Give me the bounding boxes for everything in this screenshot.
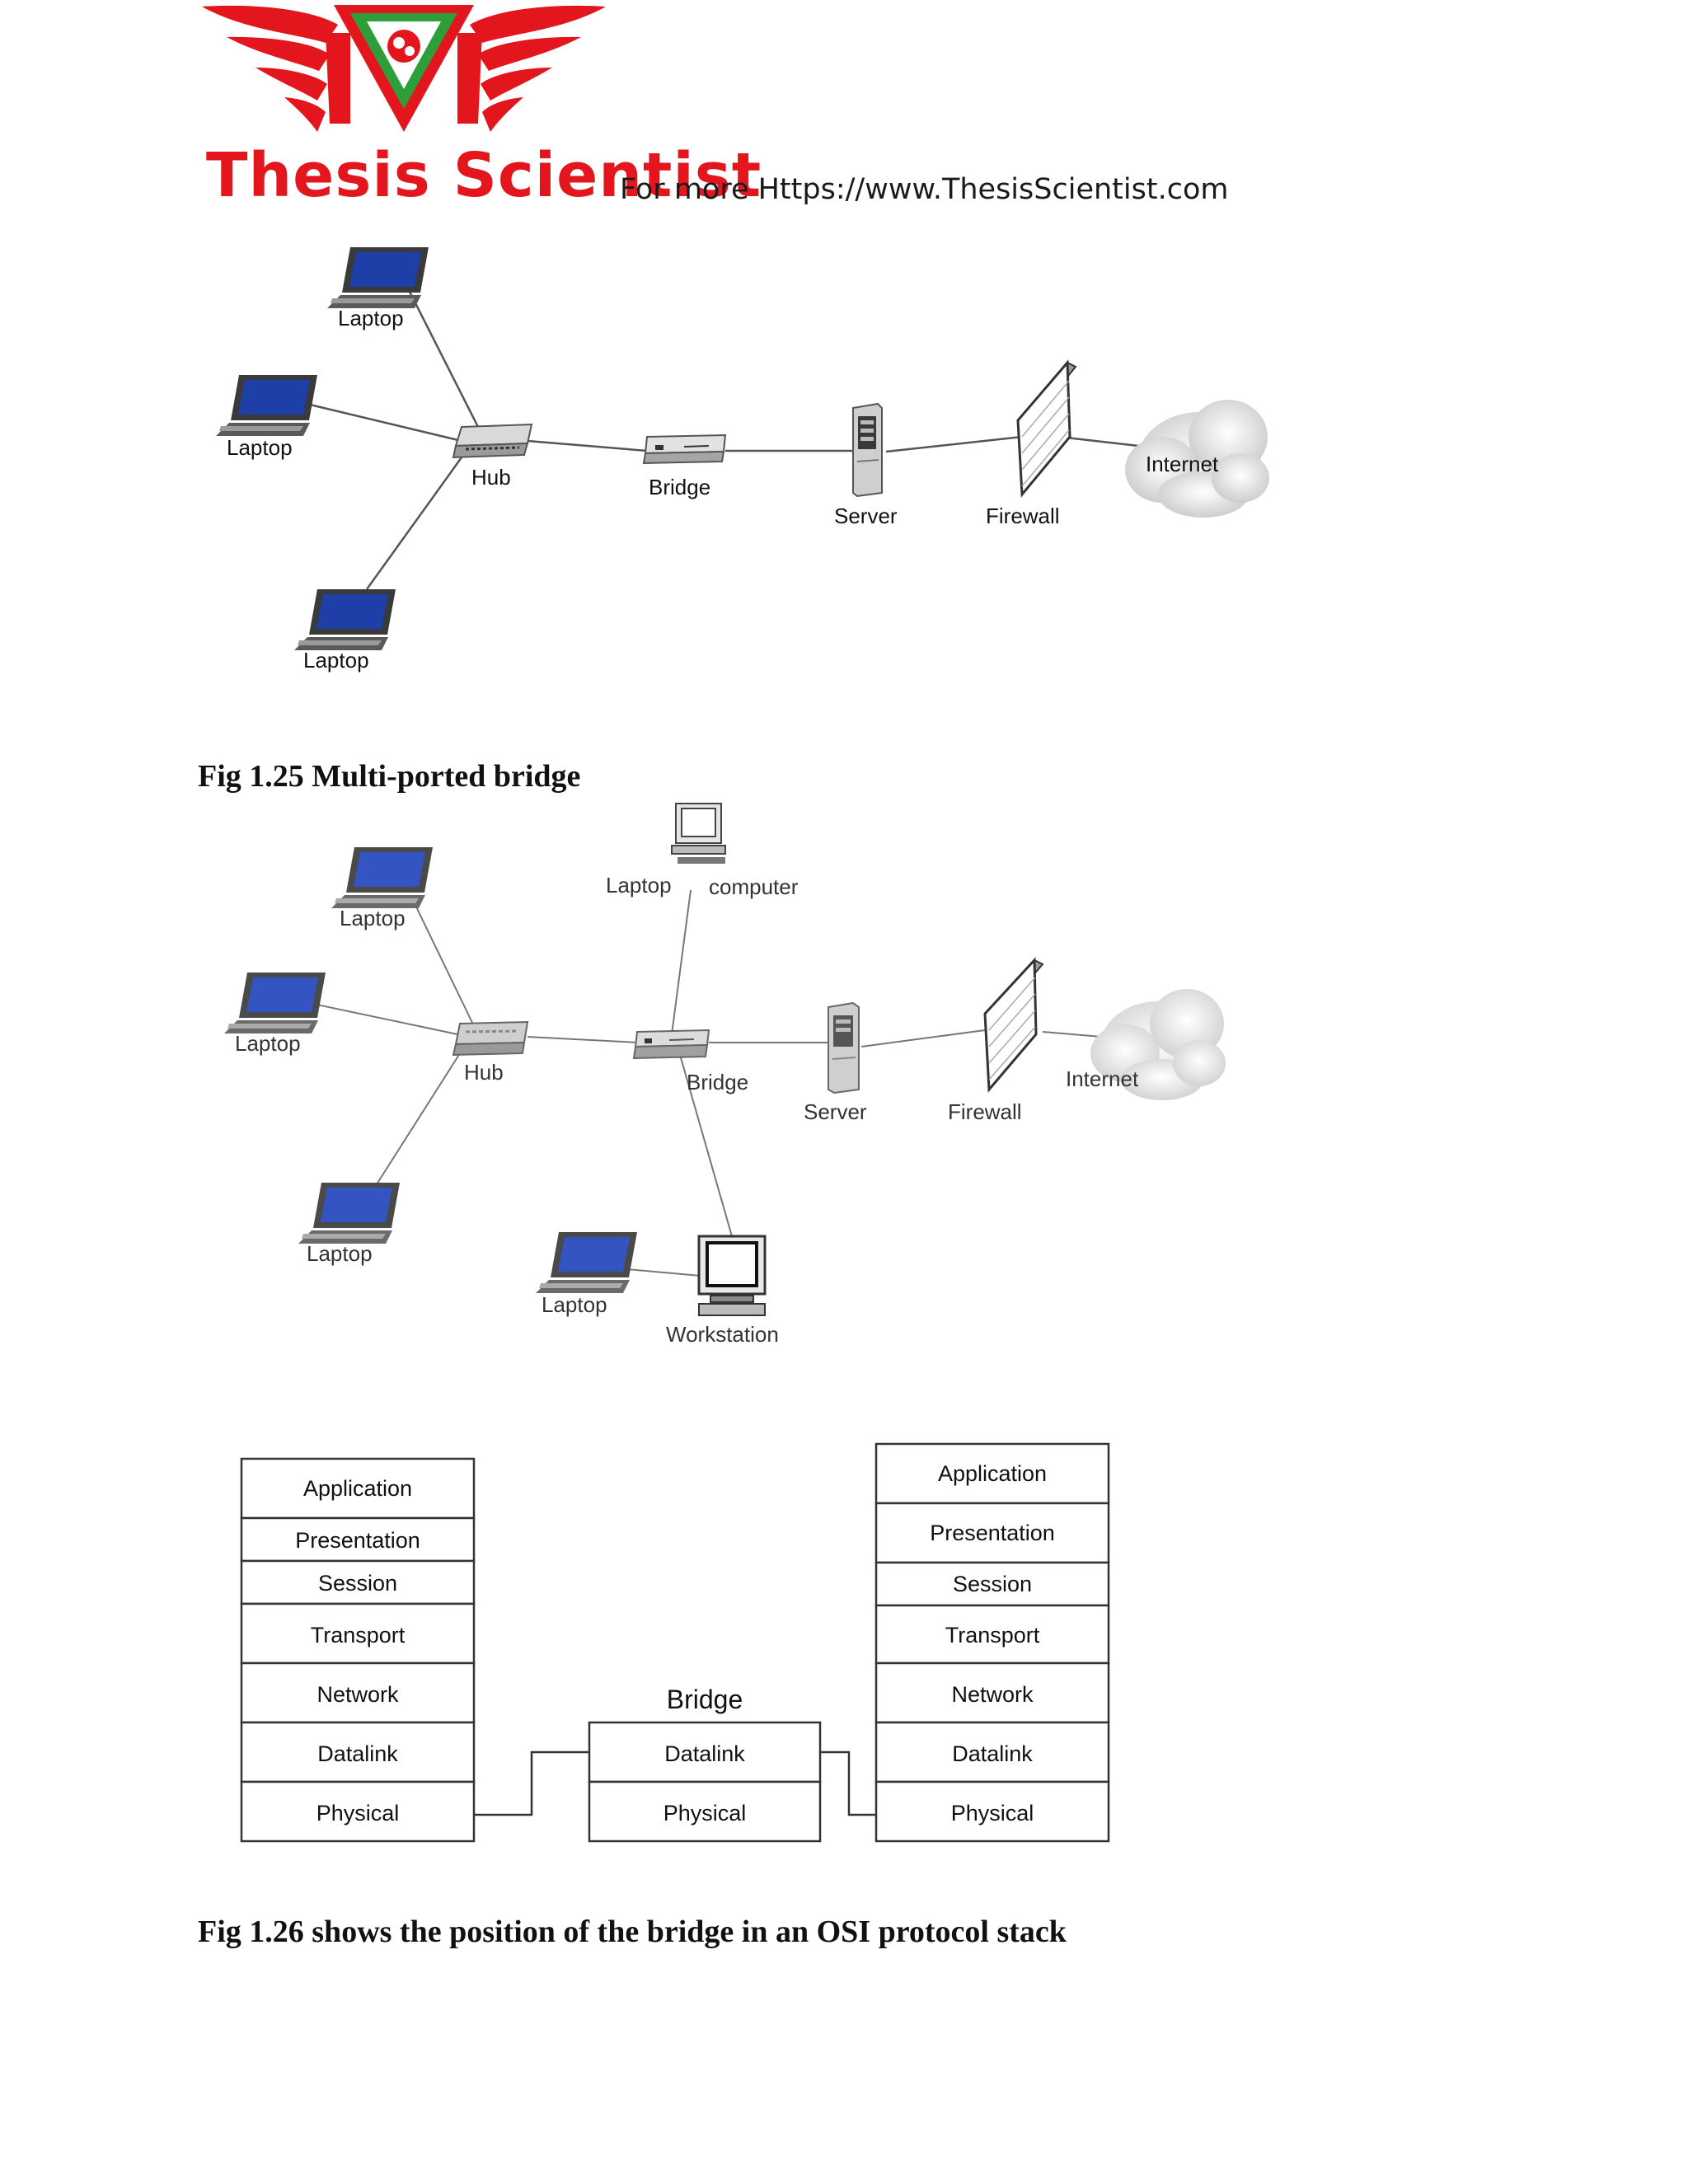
computer-icon (671, 803, 726, 864)
laptop-left-icon (216, 375, 317, 436)
logo (194, 0, 614, 140)
left-layer-presentation: Presentation (295, 1528, 420, 1553)
laptop-top-icon (331, 847, 433, 908)
laptop-workstation-icon (536, 1232, 637, 1293)
figure-multi-ported-bridge-network: Laptop Laptop Laptop Hub Bridge Server F… (216, 247, 1269, 673)
label-workstation: Workstation (666, 1322, 779, 1347)
label-laptop-left: Laptop (235, 1031, 301, 1056)
label-computer: computer (709, 874, 799, 899)
left-layer-application: Application (303, 1476, 412, 1501)
label-server: Server (834, 504, 898, 528)
label-laptop-bottom: Laptop (303, 648, 369, 673)
internet-cloud-icon (1125, 400, 1269, 518)
left-layer-network: Network (316, 1682, 399, 1707)
server-icon (828, 1001, 860, 1094)
bridge-title: Bridge (667, 1685, 743, 1714)
hub-icon (452, 1020, 529, 1057)
label-internet: Internet (1146, 452, 1219, 476)
internet-cloud-icon (1090, 989, 1226, 1100)
server-icon (852, 402, 883, 498)
brand-name: Thesis Scientist (206, 140, 762, 211)
caption-fig-1-26: Fig 1.26 shows the position of the bridg… (198, 1915, 1067, 1949)
label-laptop-top: Laptop (340, 906, 406, 930)
label-internet: Internet (1066, 1066, 1139, 1091)
label-firewall: Firewall (986, 504, 1060, 528)
right-layer-datalink: Datalink (952, 1741, 1033, 1766)
laptop-left-icon (224, 972, 326, 1033)
label-laptop-left: Laptop (227, 435, 293, 460)
label-hub: Hub (464, 1060, 504, 1085)
label-hub: Hub (471, 465, 511, 490)
bridge-link-lines (474, 1750, 876, 1816)
right-layer-session: Session (953, 1572, 1032, 1596)
label-bridge: Bridge (649, 475, 710, 499)
label-laptop-top: Laptop (338, 306, 404, 330)
connection-lines (306, 288, 1146, 590)
figure-bridge-two-segment-network: Laptop Laptop Laptop Hub Laptop computer… (224, 803, 1226, 1347)
right-layer-physical: Physical (951, 1801, 1034, 1825)
laptop-top-icon (327, 247, 429, 308)
left-wing-icon (202, 5, 350, 132)
bridge-icon (632, 1029, 710, 1060)
left-layer-transport: Transport (311, 1623, 406, 1647)
hub-icon (452, 423, 533, 459)
bridge-icon (642, 434, 727, 465)
right-layer-network: Network (951, 1682, 1034, 1707)
workstation-icon (697, 1235, 767, 1316)
right-wing-icon (457, 5, 606, 132)
label-server: Server (804, 1099, 867, 1124)
right-layer-transport: Transport (945, 1623, 1040, 1647)
laptop-bottom-icon (298, 1183, 400, 1244)
firewall-icon (983, 957, 1044, 1093)
label-bridge: Bridge (687, 1070, 748, 1094)
left-layer-session: Session (318, 1571, 397, 1596)
left-layer-datalink: Datalink (317, 1741, 398, 1766)
figure-osi-bridge-stack: Application Presentation Session Transpo… (240, 1442, 1110, 1843)
laptop-bottom-icon (294, 589, 396, 650)
right-layer-presentation: Presentation (930, 1521, 1055, 1545)
thesis-scientist-winged-triangle-logo (202, 5, 606, 132)
left-layer-physical: Physical (316, 1801, 400, 1825)
bridge-layer-physical: Physical (663, 1801, 747, 1825)
label-laptop-bottom: Laptop (307, 1241, 373, 1266)
right-layer-application: Application (938, 1461, 1047, 1486)
label-laptop-workstation: Laptop (542, 1292, 607, 1317)
caption-fig-1-25: Fig 1.25 Multi-ported bridge (198, 759, 581, 794)
website-link[interactable]: For more Https://www.ThesisScientist.com (620, 173, 1229, 206)
bridge-layer-datalink: Datalink (664, 1741, 745, 1766)
firewall-icon (1016, 359, 1077, 498)
label-laptop-center: Laptop (606, 873, 672, 898)
connection-lines (312, 889, 1122, 1277)
label-firewall: Firewall (948, 1099, 1022, 1124)
